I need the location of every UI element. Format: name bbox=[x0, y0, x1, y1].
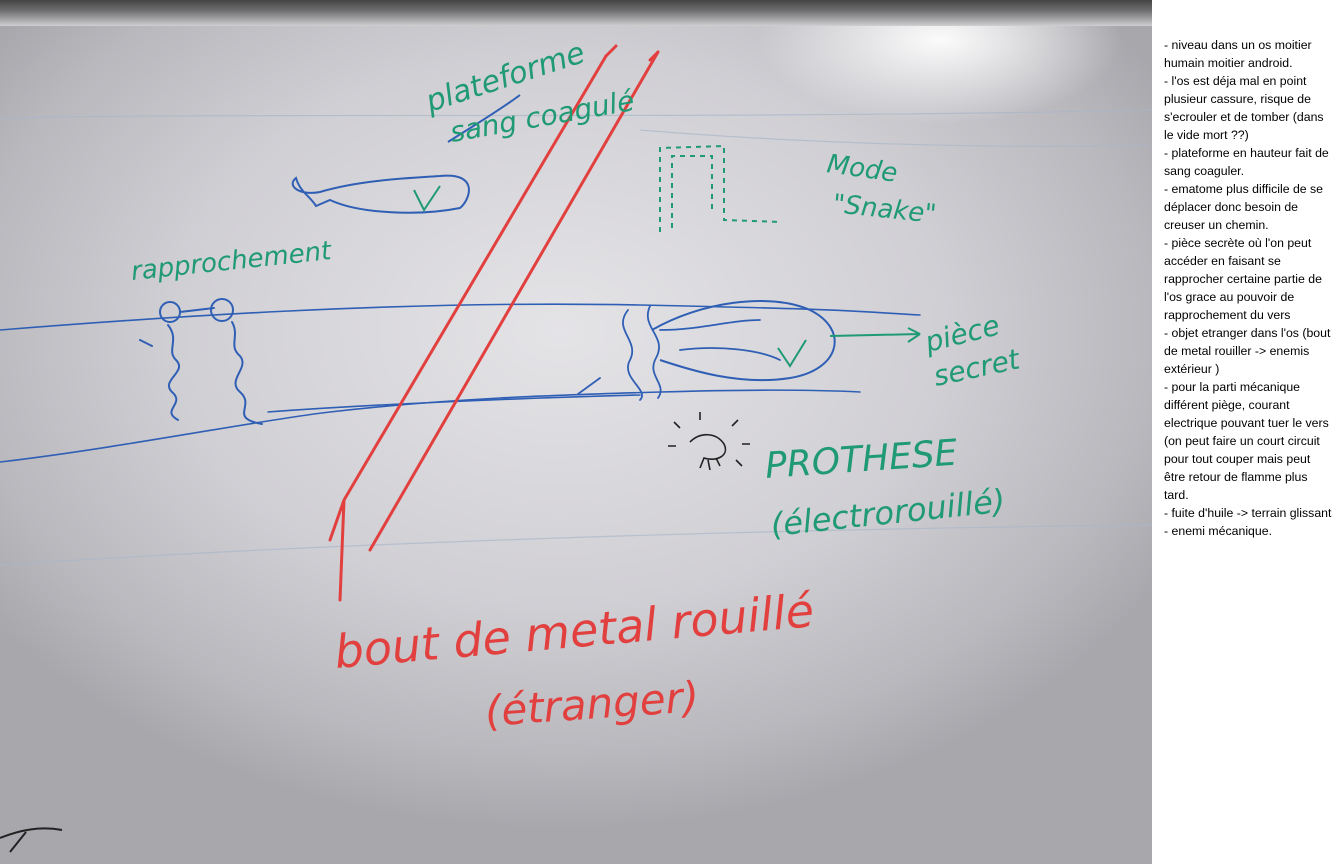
secret-room-check bbox=[777, 339, 807, 368]
note-line: - ematome plus difficile de se déplacer … bbox=[1164, 182, 1324, 232]
corner-doodle bbox=[0, 827, 63, 853]
rapprochement-mechanism bbox=[139, 298, 263, 425]
design-notes: - niveau dans un os moitier humain moiti… bbox=[1164, 36, 1334, 540]
bone-lower-edge bbox=[0, 389, 861, 463]
note-line: - fuite d'huile -> terrain glissant bbox=[1164, 506, 1332, 520]
whiteboard-frame bbox=[0, 0, 1152, 26]
label-mode: Mode bbox=[825, 149, 899, 189]
label-etranger: (étranger) bbox=[483, 672, 700, 736]
blood-platform-shape bbox=[291, 174, 470, 214]
platform-pointer-line bbox=[447, 94, 521, 143]
metal-shard-left-edge bbox=[342, 54, 608, 502]
platform-check-mark bbox=[413, 185, 441, 212]
prosthesis-doodle bbox=[668, 412, 750, 471]
note-line: - pour la parti mécanique différent pièg… bbox=[1164, 380, 1329, 502]
bone-crack bbox=[577, 305, 781, 401]
bone-inner-edge bbox=[267, 394, 641, 413]
note-line: - enemi mécanique. bbox=[1164, 524, 1272, 538]
label-electrorouille: (électrorouillé) bbox=[769, 482, 1007, 544]
label-snake: "Snake" bbox=[831, 189, 937, 230]
note-line: - plateforme en hauteur fait de sang coa… bbox=[1164, 146, 1329, 178]
secret-room-shape bbox=[651, 299, 836, 382]
note-line: - niveau dans un os moitier humain moiti… bbox=[1164, 38, 1312, 70]
note-line: - l'os est déja mal en point plusieur ca… bbox=[1164, 74, 1324, 142]
metal-shard-right-edge bbox=[368, 50, 660, 552]
secret-room-arrow bbox=[829, 327, 921, 343]
label-bout-de-metal: bout de metal rouillé bbox=[332, 583, 816, 679]
snake-mode-sketch bbox=[659, 144, 783, 232]
bone-outline bbox=[0, 303, 921, 463]
whiteboard-photo: plateforme sang coagulé Mode "Snake" rap… bbox=[0, 0, 1152, 864]
label-rapprochement: rapprochement bbox=[130, 236, 334, 287]
whiteboard-drawing: plateforme sang coagulé Mode "Snake" rap… bbox=[0, 35, 1152, 853]
note-line: - objet etranger dans l'os (bout de meta… bbox=[1164, 326, 1331, 376]
label-prothese: PROTHESE bbox=[764, 433, 959, 487]
metal-shard bbox=[328, 44, 660, 602]
ghost-lines bbox=[0, 109, 1152, 566]
bone-upper-edge bbox=[0, 303, 921, 331]
shard-arrow bbox=[328, 499, 346, 602]
note-line: - pièce secrète où l'on peut accéder en … bbox=[1164, 236, 1322, 322]
